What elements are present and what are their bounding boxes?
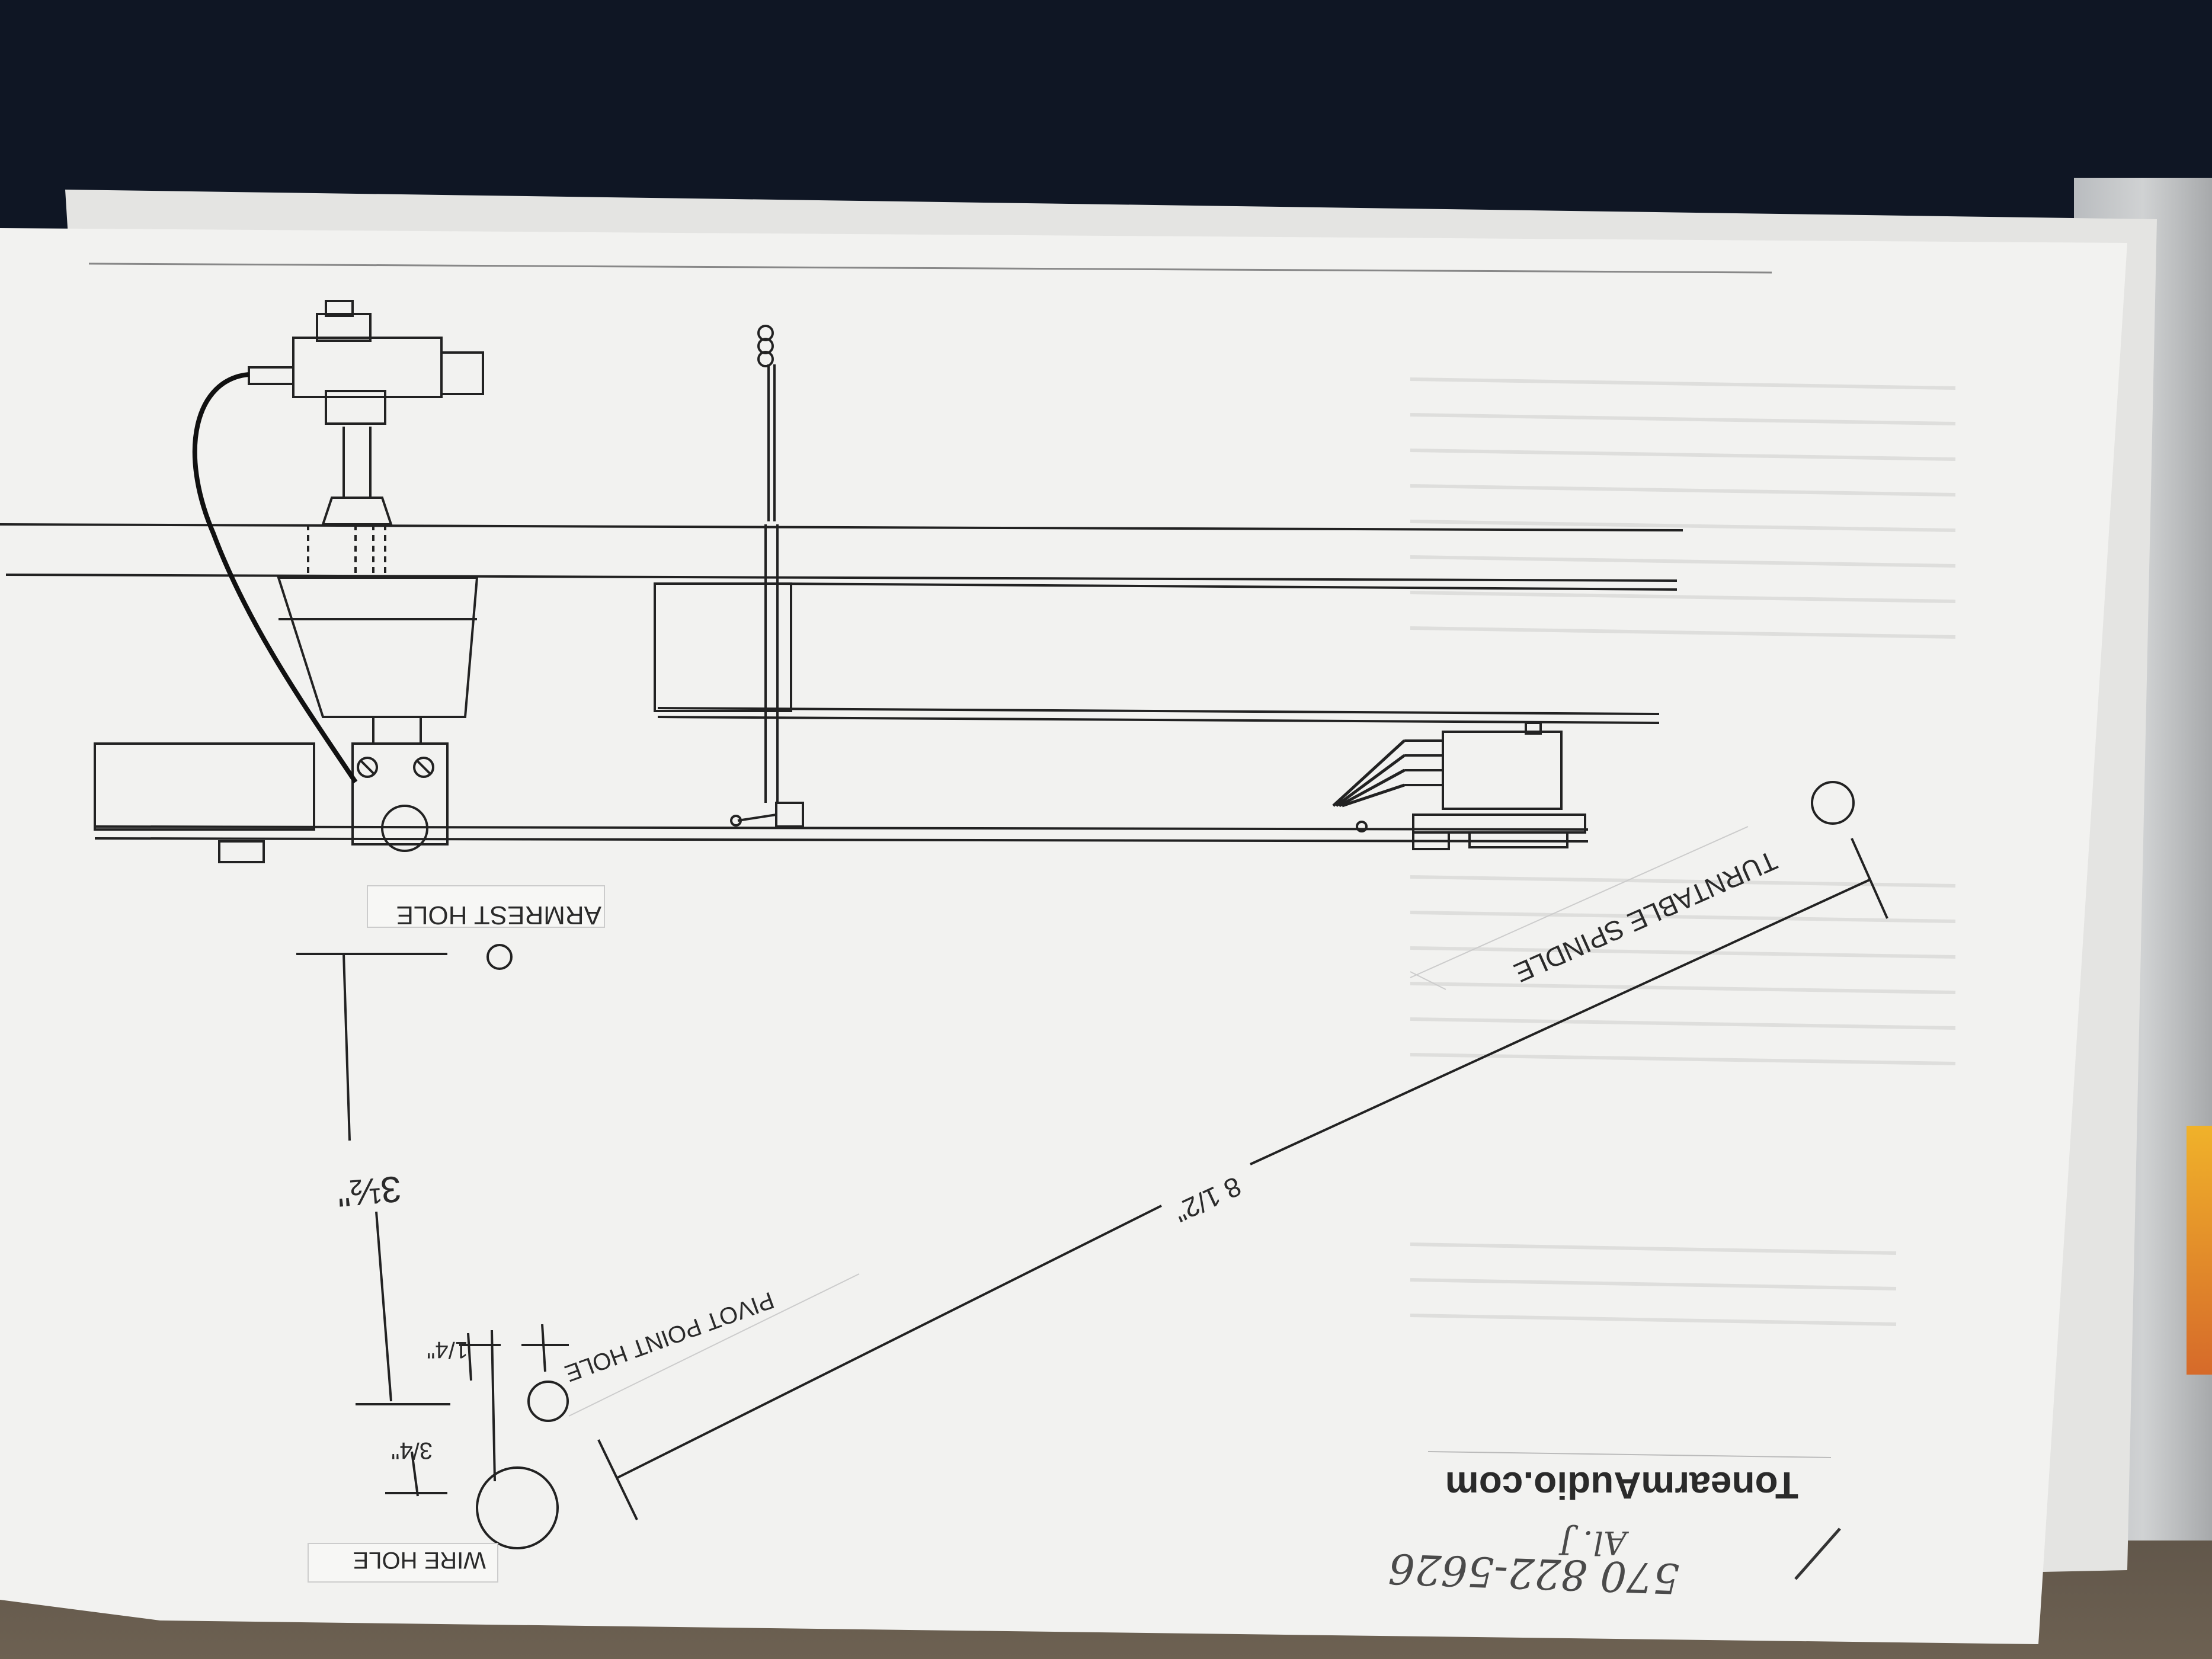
brand-logo-text: TonearmAudio.com xyxy=(1445,1464,1798,1507)
bleed-through-text xyxy=(1410,377,1956,1326)
wire-hole-label: WIRE HOLE xyxy=(353,1547,486,1573)
orange-object xyxy=(2187,1126,2212,1375)
dimension-lines xyxy=(296,838,1888,1520)
pen-mark xyxy=(1794,1527,1841,1580)
handwritten-phone: 570 822-5626 xyxy=(1388,1544,1680,1603)
dim-quarter-label: 1/4" xyxy=(427,1337,468,1363)
arm-lift-assembly xyxy=(248,300,484,425)
bearing-cup xyxy=(277,577,479,718)
headshell xyxy=(1332,722,1586,850)
dim-three-half-label: 3½" xyxy=(335,1168,403,1214)
front-sheet xyxy=(0,228,2127,1644)
armrest-post xyxy=(730,325,804,828)
counterweight xyxy=(654,582,792,712)
armrest-hole-label: ARMREST HOLE xyxy=(396,901,601,930)
tonearm-wire xyxy=(192,372,358,784)
tonearm-tube xyxy=(0,523,1683,724)
arm-base xyxy=(94,716,1589,863)
turntable-spindle-hole xyxy=(1811,781,1855,825)
dim-three-quarter-label: 3/4" xyxy=(391,1437,433,1463)
armrest-hole xyxy=(486,944,513,970)
top-rule xyxy=(88,262,1772,274)
label-backgrounds xyxy=(308,885,605,1583)
vertical-post xyxy=(307,427,393,575)
wire-hole xyxy=(476,1466,559,1549)
pivot-point-hole xyxy=(527,1381,569,1422)
handwritten-note: Al. J xyxy=(1558,1524,1630,1561)
